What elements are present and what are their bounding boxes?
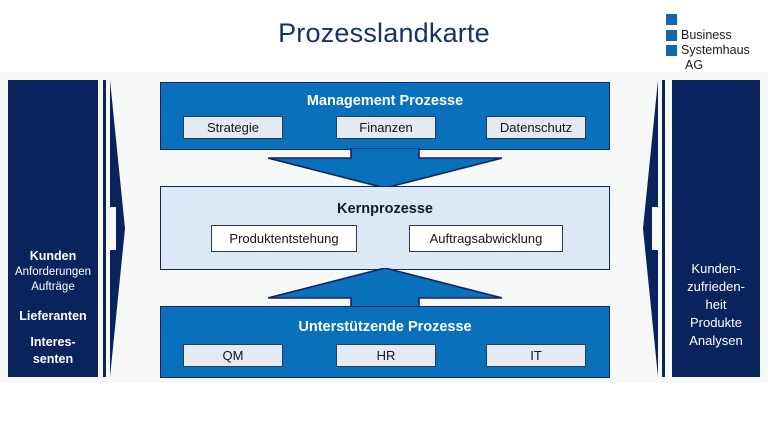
spacer [8,325,98,334]
logo-square-icon [666,14,677,25]
output-label-kunden: Kunden- [691,261,741,276]
flow-arrow-left-icon [643,80,665,377]
company-logo: Business Systemhaus AG [666,13,766,72]
logo-text-business: Business [681,28,732,42]
input-panel-left-text: Kunden Anforderungen Aufträge Lieferante… [8,248,98,368]
page-title: Prozesslandkarte [278,18,490,48]
band-kernprozesse: Kernprozesse Produktentstehung Auftragsa… [160,186,610,270]
process-box-finanzen[interactable]: Finanzen [336,116,436,139]
band-core-title: Kernprozesse [337,201,433,217]
output-label-analysen: Analysen [689,333,743,348]
process-box-qm[interactable]: QM [183,344,283,367]
output-label-zufrieden: zufrieden- [687,279,745,294]
input-label-lieferanten: Lieferanten [19,309,87,323]
process-box-datenschutz[interactable]: Datenschutz [486,116,586,139]
input-label-interes: Interes- [30,335,76,349]
band-support-title: Unterstützende Prozesse [298,319,472,335]
output-label-produkte: Produkte [689,315,743,330]
input-panel-left: Kunden Anforderungen Aufträge Lieferante… [8,80,98,377]
input-label-senten: senten [32,352,74,366]
input-label-anforderungen: Anforderungen [14,266,92,278]
logo-text-ag: AG [685,58,704,72]
process-box-produktentstehung[interactable]: Produktentstehung [211,225,357,252]
flow-arrow-down-icon [268,148,502,188]
input-label-kunden: Kunden [29,249,77,263]
logo-text-systemhaus: Systemhaus [681,43,750,57]
band-management-prozesse: Management Prozesse Strategie Finanzen D… [160,82,610,150]
logo-square-icon [666,45,677,56]
spacer [8,295,98,308]
process-box-it[interactable]: IT [486,344,586,367]
band-management-title: Management Prozesse [306,93,464,109]
band-unterstuetzende-prozesse: Unterstützende Prozesse QM HR IT [160,306,610,378]
logo-square-icon [666,30,677,41]
output-panel-right: Kunden- zufrieden- heit Produkte Analyse… [672,80,760,377]
input-label-auftraege: Aufträge [31,281,75,293]
process-box-hr[interactable]: HR [336,344,436,367]
process-box-strategie[interactable]: Strategie [183,116,283,139]
output-label-heit: heit [705,297,727,312]
flow-arrow-up-icon [268,268,502,308]
flow-arrow-right-icon [103,80,125,377]
output-panel-right-text: Kunden- zufrieden- heit Produkte Analyse… [672,260,760,350]
process-box-auftragsabwicklung[interactable]: Auftragsabwicklung [409,225,563,252]
